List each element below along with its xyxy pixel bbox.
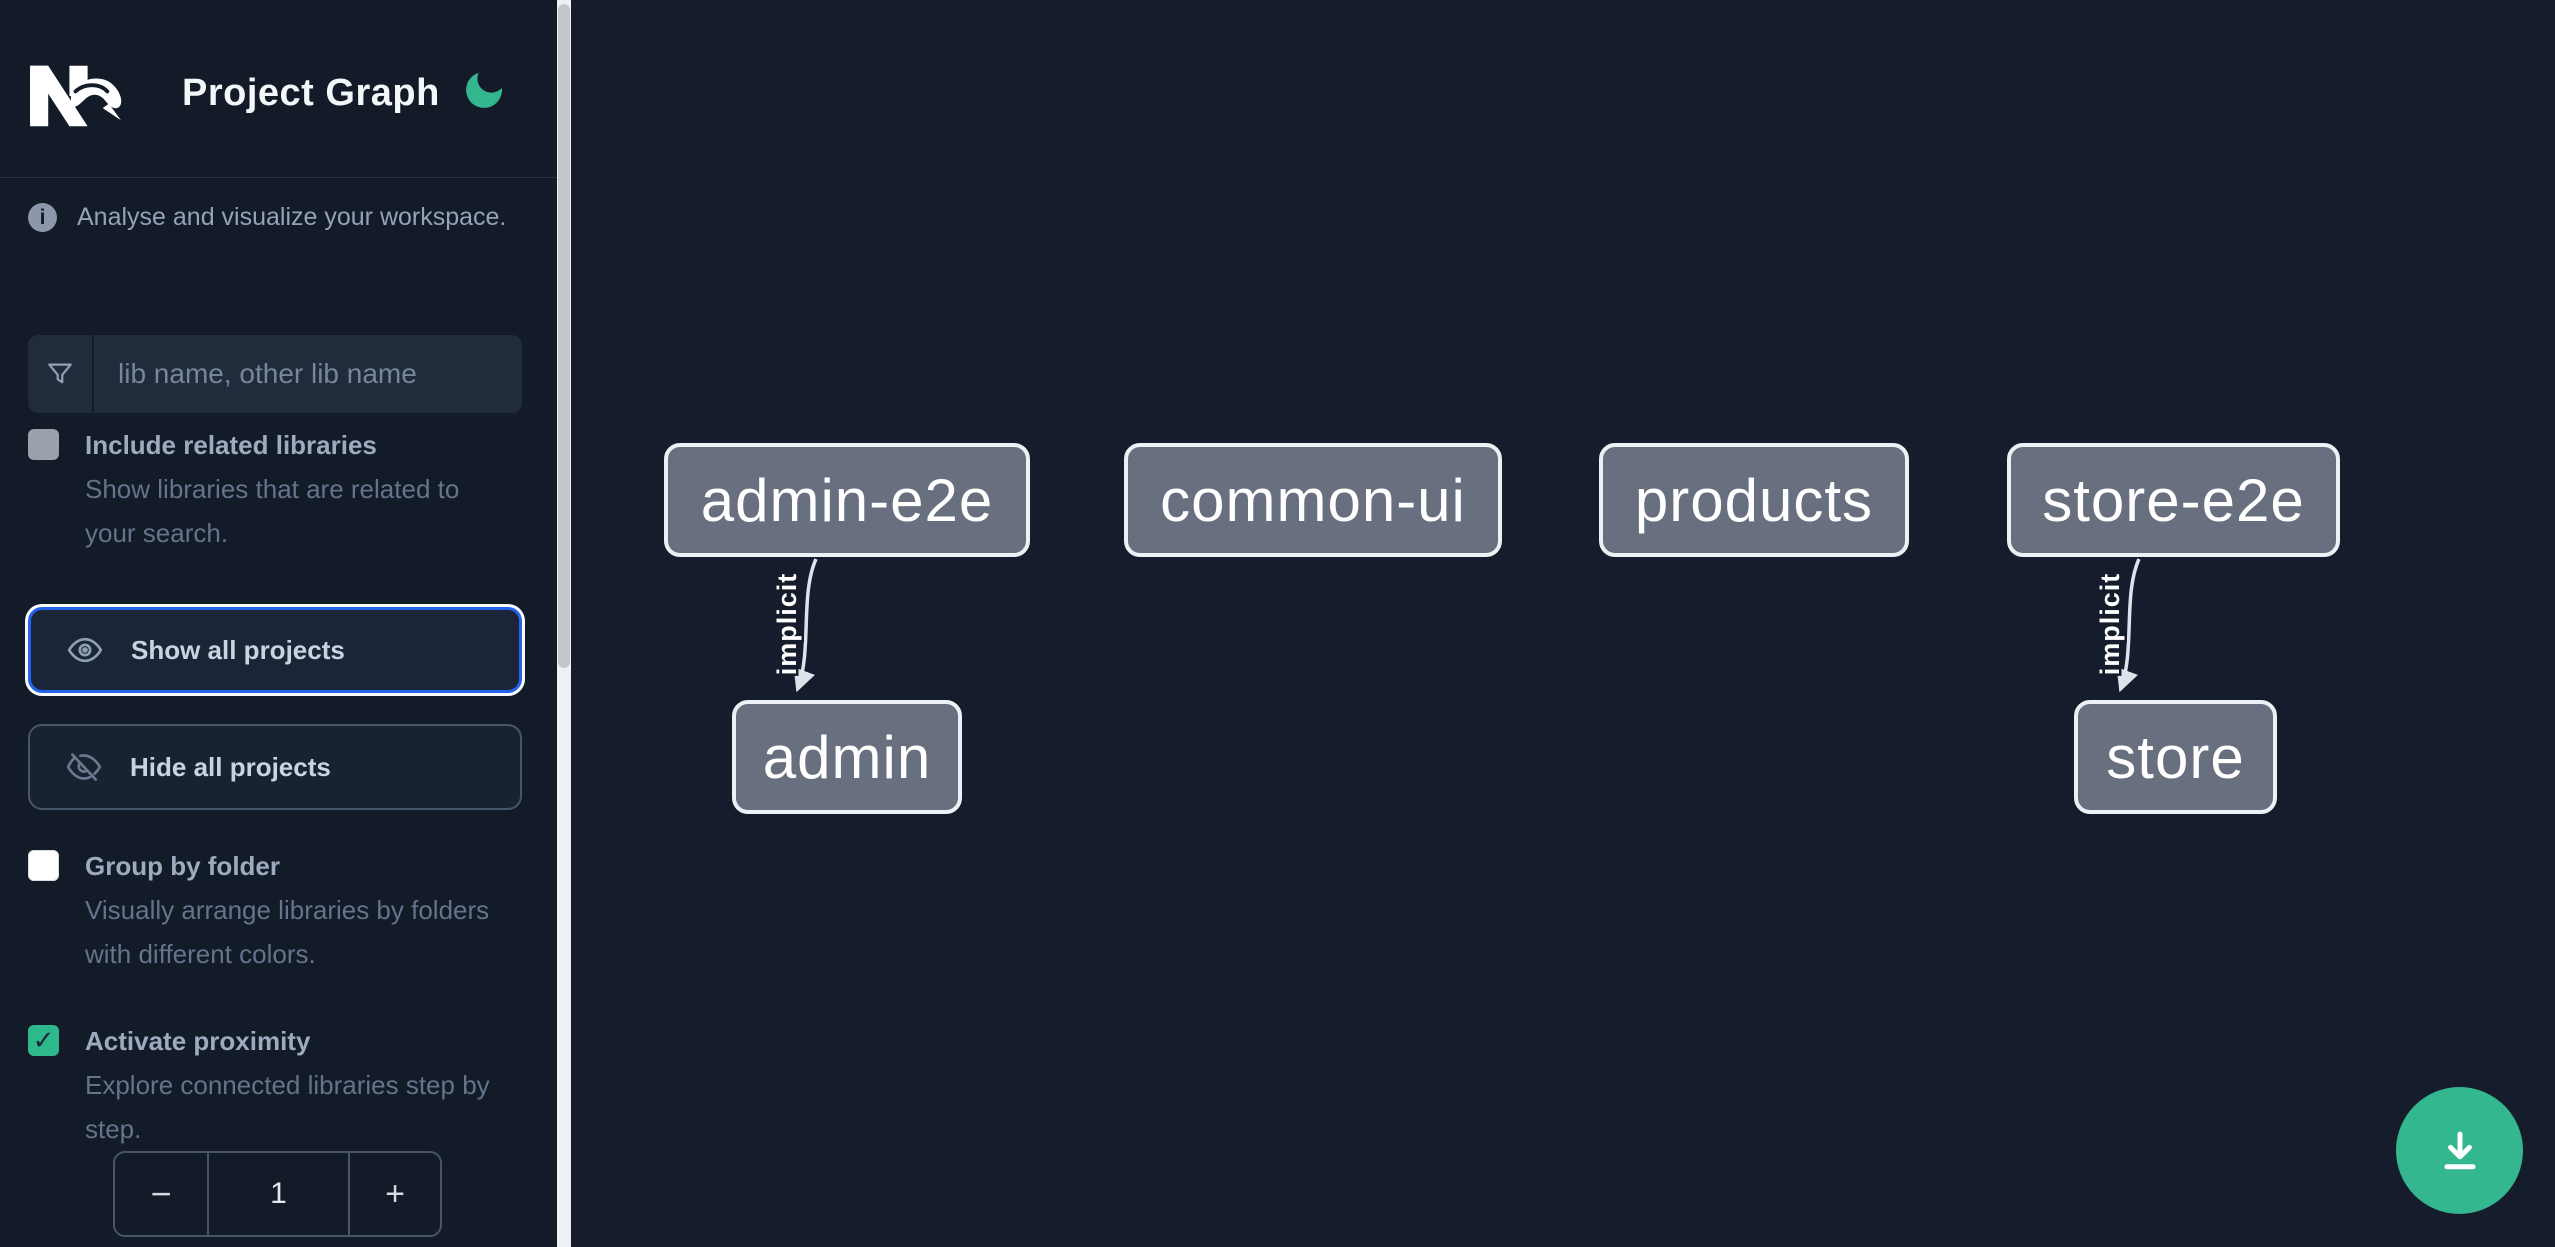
proximity-decrement-button[interactable]: −	[115, 1153, 209, 1235]
sidebar-scrollbar[interactable]	[557, 0, 571, 1247]
group-by-folder-checkbox[interactable]	[28, 850, 59, 881]
option-include-related-libraries: Include related libraries Show libraries…	[28, 423, 528, 555]
eye-off-icon	[66, 753, 102, 781]
search-input[interactable]	[94, 335, 522, 413]
search-box	[28, 335, 522, 413]
tagline-row: i Analyse and visualize your workspace.	[28, 203, 528, 232]
option-label: Activate proximity	[85, 1026, 311, 1056]
graph-node-admin[interactable]: admin	[732, 700, 962, 814]
option-label: Group by folder	[85, 851, 280, 881]
moon-icon	[466, 72, 503, 108]
graph-node-store[interactable]: store	[2074, 700, 2277, 814]
hide-all-projects-button[interactable]: Hide all projects	[28, 724, 522, 810]
tagline-text: Analyse and visualize your workspace.	[77, 203, 507, 231]
edge-label-store-e2e-store: implicit	[2095, 573, 2125, 676]
option-activate-proximity: Activate proximity Explore connected lib…	[28, 1019, 528, 1151]
filter-icon	[28, 335, 94, 413]
app-title: Project Graph	[182, 72, 440, 114]
download-button[interactable]	[2396, 1087, 2523, 1214]
download-icon	[2443, 1131, 2476, 1169]
proximity-value: 1	[270, 1177, 287, 1210]
hide-all-projects-label: Hide all projects	[130, 751, 331, 782]
graph-node-store-e2e[interactable]: store-e2e	[2007, 443, 2340, 557]
graph-node-common-ui[interactable]: common-ui	[1124, 443, 1502, 557]
graph-node-admin-e2e[interactable]: admin-e2e	[664, 443, 1030, 557]
sidebar-scrollbar-thumb[interactable]	[558, 4, 570, 668]
option-description: Explore connected libraries step by step…	[85, 1070, 490, 1144]
show-all-projects-label: Show all projects	[131, 634, 345, 665]
edge-store-e2e-store[interactable]	[2116, 558, 2141, 693]
option-description: Show libraries that are related to your …	[85, 474, 460, 548]
edge-label-admin-e2e-admin: implicit	[772, 573, 802, 676]
theme-toggle-button[interactable]	[460, 62, 516, 118]
eye-icon	[67, 637, 103, 663]
option-label: Include related libraries	[85, 430, 377, 460]
proximity-increment-button[interactable]: +	[348, 1153, 440, 1235]
sidebar-header: Project Graph	[0, 0, 557, 178]
option-description: Visually arrange libraries by folders wi…	[85, 895, 490, 969]
activate-proximity-checkbox[interactable]	[28, 1025, 59, 1056]
edge-admin-e2e-admin[interactable]	[793, 558, 818, 693]
show-all-projects-button[interactable]: Show all projects	[28, 607, 522, 693]
sidebar: Project Graph i Analyse and visualize yo…	[0, 0, 557, 1247]
nx-logo	[30, 65, 122, 127]
include-related-libraries-checkbox[interactable]	[28, 429, 59, 460]
graph-node-products[interactable]: products	[1599, 443, 1909, 557]
proximity-stepper: − 1 +	[113, 1151, 442, 1237]
info-icon: i	[28, 203, 57, 232]
option-group-by-folder: Group by folder Visually arrange librari…	[28, 844, 528, 976]
